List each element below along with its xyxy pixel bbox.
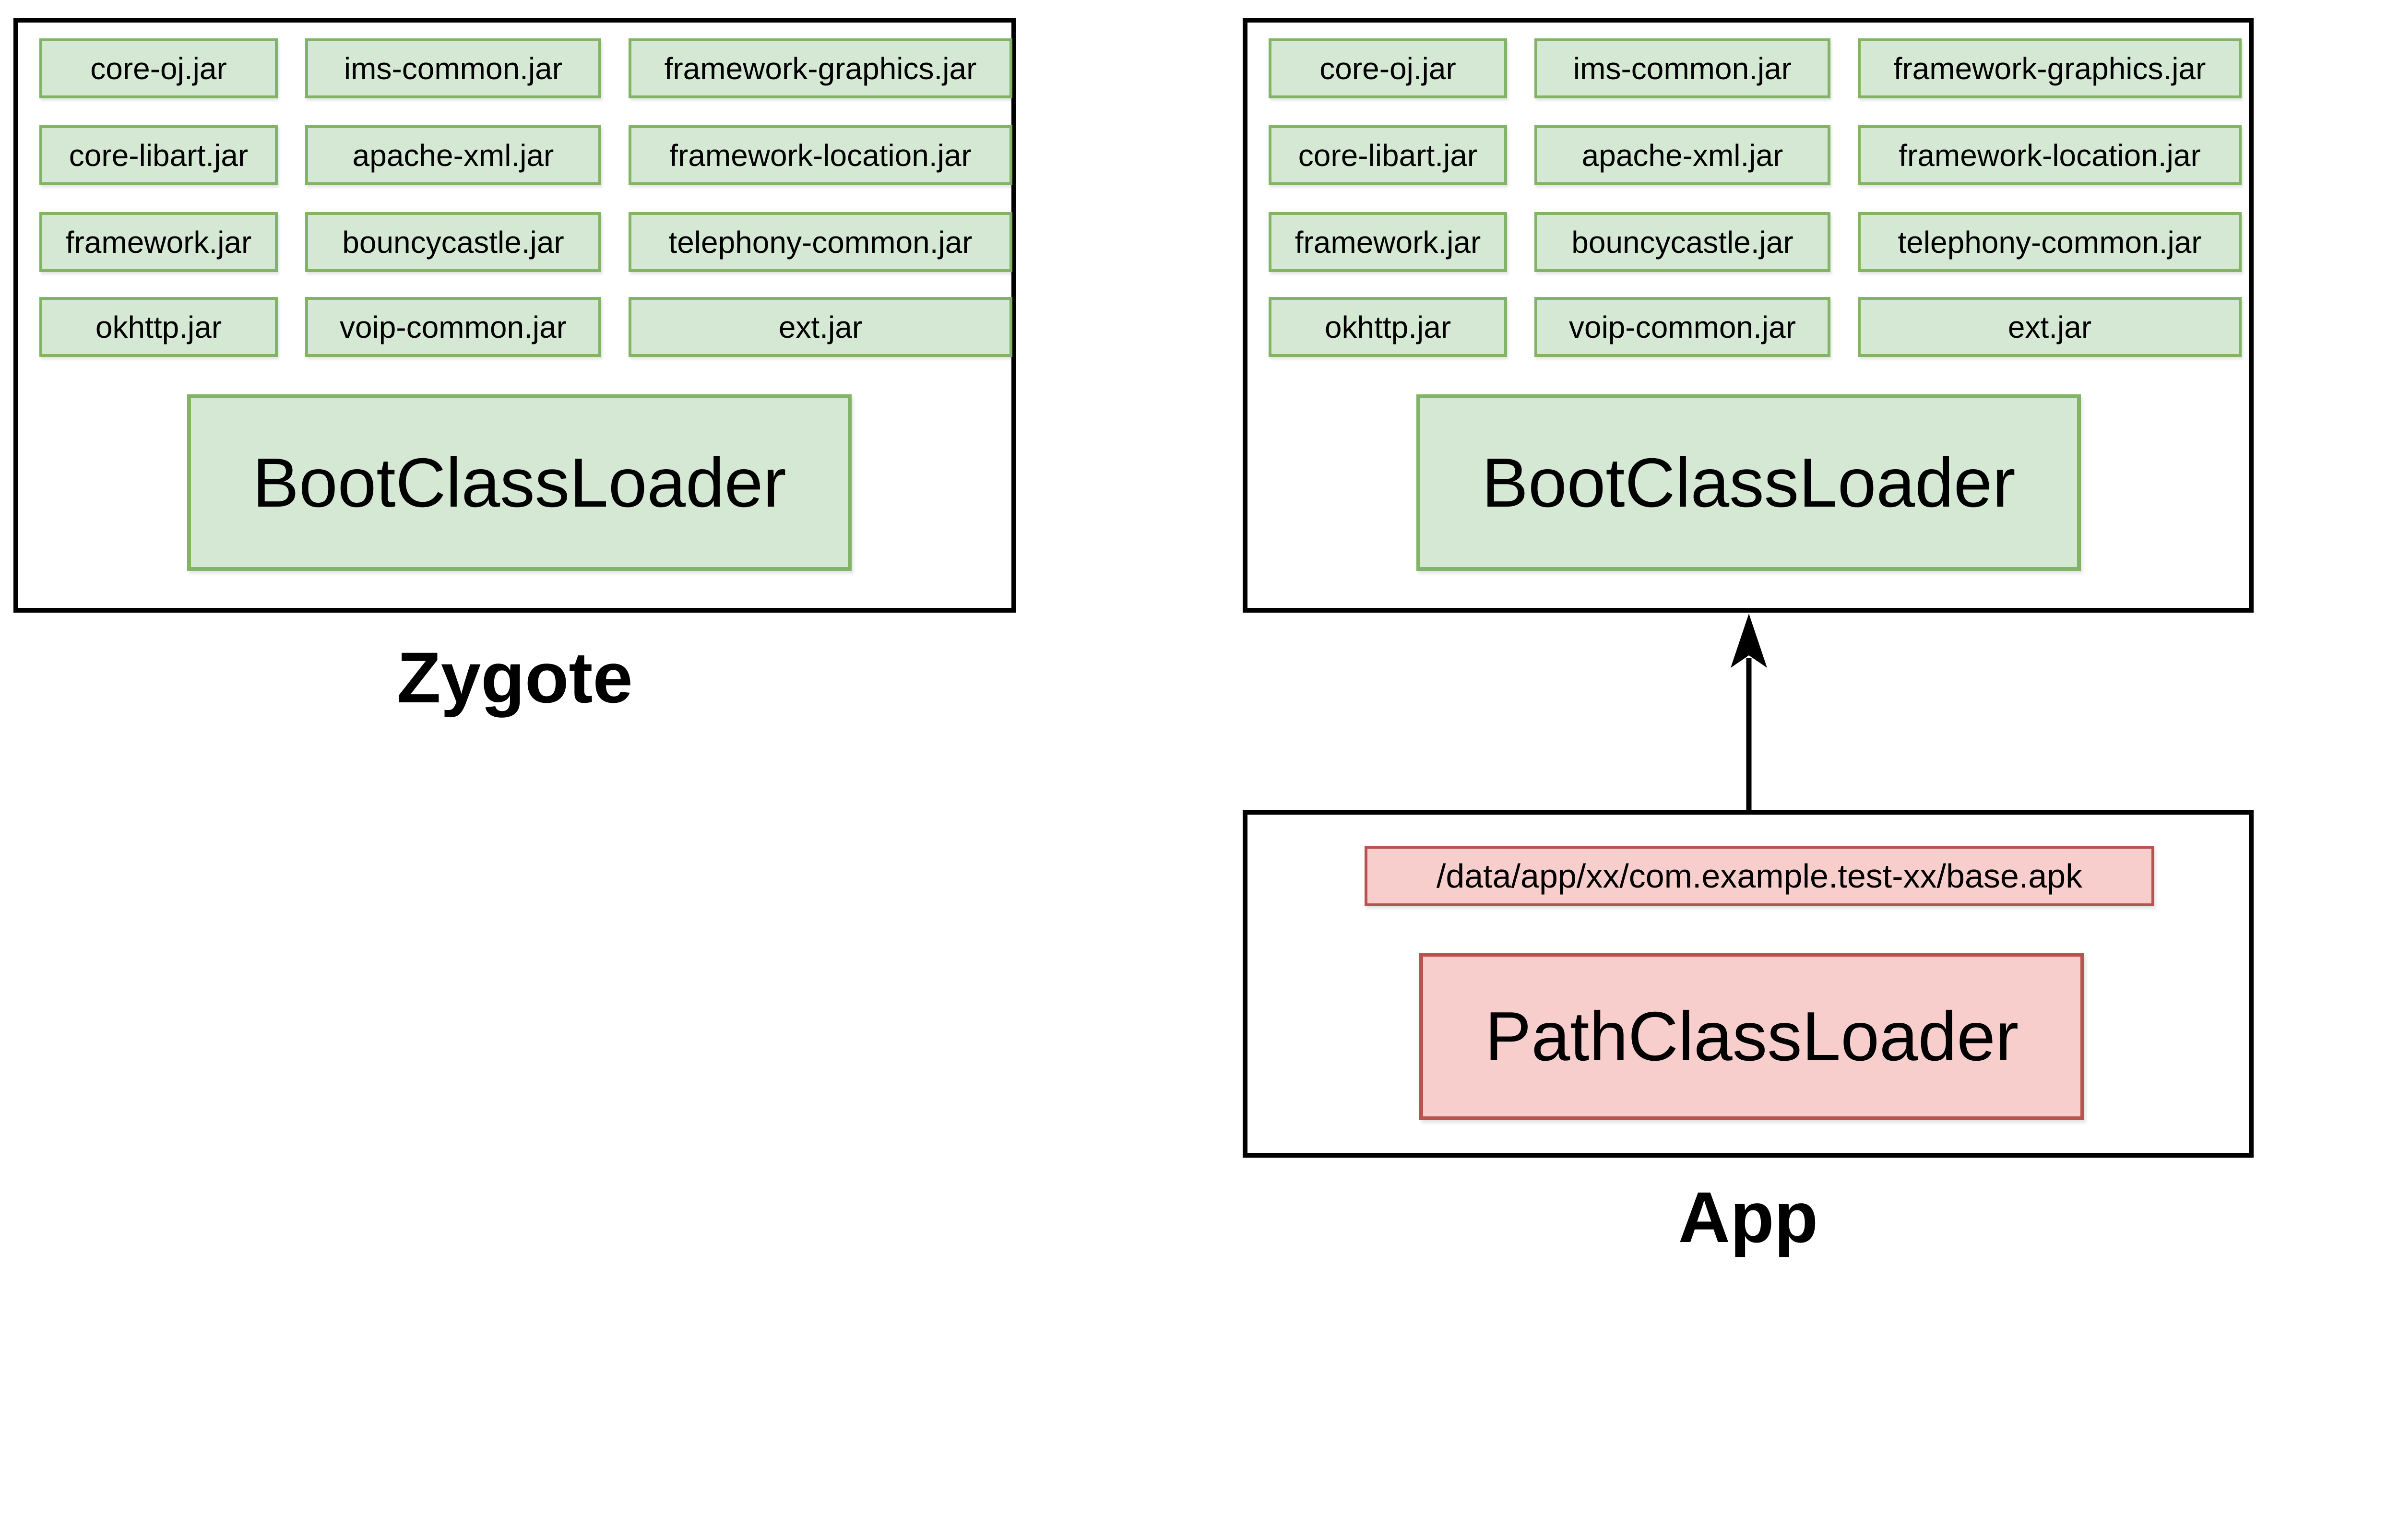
zygote-panel: core-oj.jar ims-common.jar framework-gra… bbox=[13, 18, 1016, 613]
boot-classloader-box: BootClassLoader bbox=[187, 394, 852, 571]
jar-box: core-libart.jar bbox=[1269, 125, 1507, 185]
jar-box: core-oj.jar bbox=[1269, 38, 1507, 98]
jar-box: apache-xml.jar bbox=[1534, 125, 1830, 185]
path-classloader-box: PathClassLoader bbox=[1419, 953, 2084, 1120]
jar-box: voip-common.jar bbox=[1534, 297, 1830, 357]
jar-box: framework.jar bbox=[39, 212, 278, 272]
app-boot-panel: core-oj.jar ims-common.jar framework-gra… bbox=[1243, 18, 2254, 613]
boot-classloader-box: BootClassLoader bbox=[1416, 394, 2081, 571]
apk-path-box: /data/app/xx/com.example.test-xx/base.ap… bbox=[1365, 846, 2154, 906]
jar-box: framework.jar bbox=[1269, 212, 1507, 272]
jar-box: voip-common.jar bbox=[305, 297, 601, 357]
jar-box: okhttp.jar bbox=[1269, 297, 1507, 357]
jar-box: ext.jar bbox=[1858, 297, 2242, 357]
jar-box: ext.jar bbox=[629, 297, 1012, 357]
jar-box: framework-location.jar bbox=[629, 125, 1012, 185]
app-panel: /data/app/xx/com.example.test-xx/base.ap… bbox=[1243, 810, 2254, 1158]
zygote-caption: Zygote bbox=[397, 637, 633, 718]
jar-box: okhttp.jar bbox=[39, 297, 278, 357]
jar-box: ims-common.jar bbox=[1534, 38, 1830, 98]
jar-box: core-libart.jar bbox=[39, 125, 278, 185]
jar-box: bouncycastle.jar bbox=[1534, 212, 1830, 272]
jar-box: apache-xml.jar bbox=[305, 125, 601, 185]
jar-box: telephony-common.jar bbox=[1858, 212, 2242, 272]
jar-box: framework-graphics.jar bbox=[629, 38, 1012, 98]
jar-box: telephony-common.jar bbox=[629, 212, 1012, 272]
jar-box: framework-location.jar bbox=[1858, 125, 2242, 185]
jar-box: framework-graphics.jar bbox=[1858, 38, 2242, 98]
jar-box: core-oj.jar bbox=[39, 38, 278, 98]
jar-box: ims-common.jar bbox=[305, 38, 601, 98]
app-caption: App bbox=[1678, 1177, 1818, 1257]
jar-box: bouncycastle.jar bbox=[305, 212, 601, 272]
delegation-arrow-icon bbox=[1731, 614, 1767, 816]
